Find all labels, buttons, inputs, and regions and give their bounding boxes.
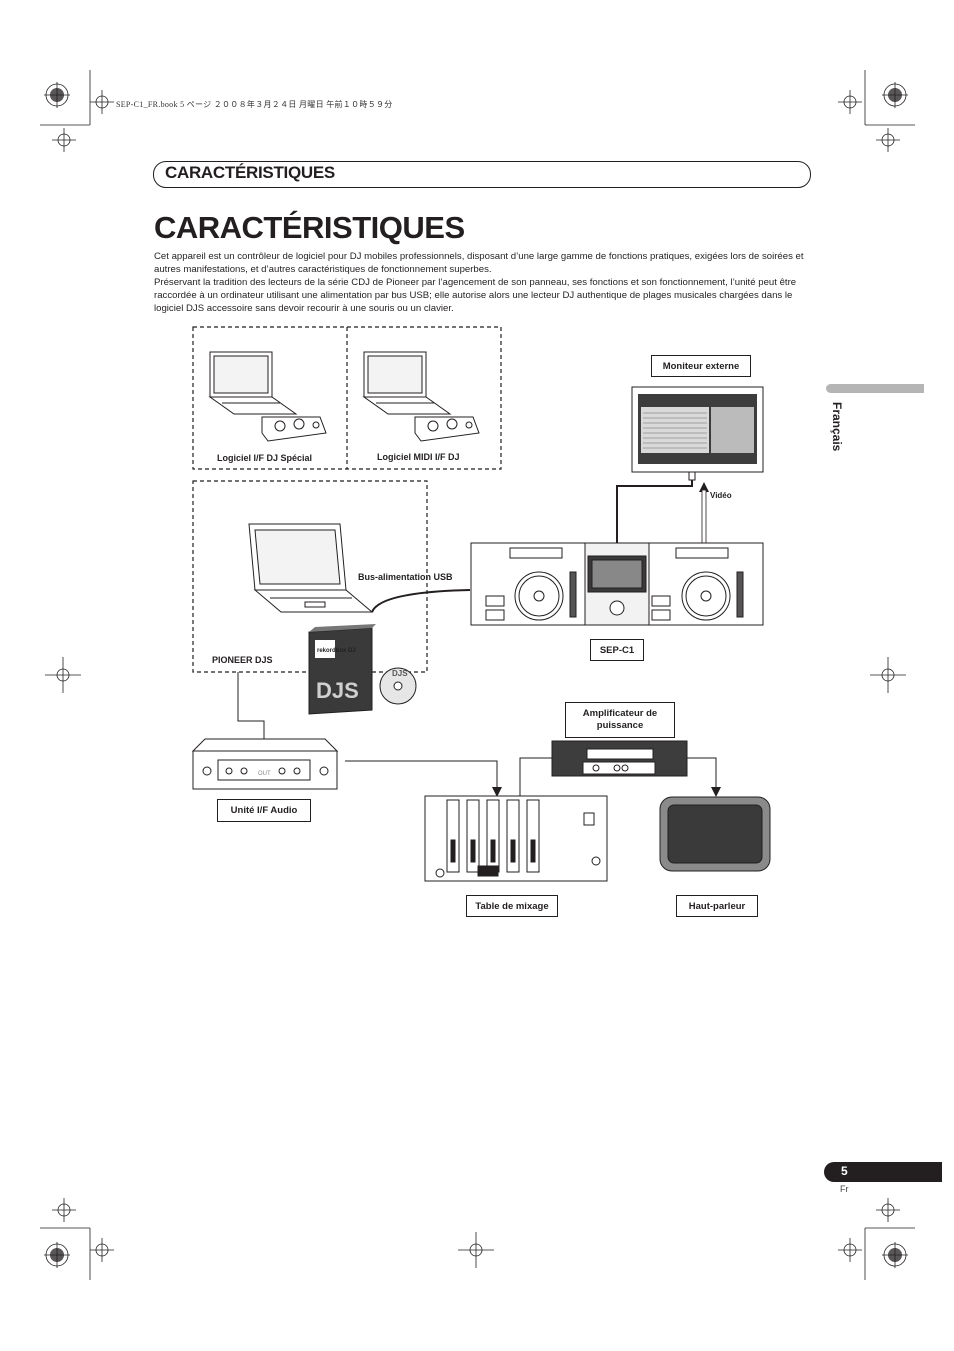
mixer-icon [424,795,608,882]
section-title: CARACTÉRISTIQUES [165,163,335,182]
label-mixer: Table de mixage [466,895,558,917]
usb-cable [371,589,471,613]
page-language: Fr [840,1184,849,1194]
language-tab-label: Français [830,402,844,452]
paragraph-1: Cet appareil est un contrôleur de logici… [154,251,804,275]
svg-text:DJS: DJS [392,669,408,678]
external-monitor-icon [631,386,764,481]
label-speaker: Haut-parleur [676,895,758,917]
page-number: 5 [841,1164,848,1178]
video-cable [616,480,693,544]
section-header-bar: CARACTÉRISTIQUES [153,161,811,188]
page-title: CARACTÉRISTIQUES [154,210,465,245]
mixer-to-amp-cable [519,757,552,796]
laptop-midi-icon [362,351,480,442]
label-sep-c1: SEP-C1 [590,639,644,661]
sep-c1-controller-icon [470,542,764,626]
intro-text: Cet appareil est un contrôleur de logici… [154,250,814,315]
paragraph-2: Préservant la tradition des lecteurs de … [154,277,797,314]
product-box-brand: rekordbox DJ [317,648,356,654]
label-dj-software-midi: Logiciel MIDI I/F DJ [377,452,460,462]
power-amp-icon [551,740,688,777]
label-video: Vidéo [710,491,732,500]
audio-unit-out-text: OUT [258,771,271,777]
label-external-monitor: Moniteur externe [651,355,751,377]
language-tab [826,384,924,393]
audio-to-mixer-cable [345,760,498,788]
label-power-amp: Amplificateur de puissance [565,702,675,738]
laptop-djs-icon [248,523,374,613]
djs-to-audio-cable [237,672,265,739]
label-usb-bus-power: Bus-alimentation USB [358,572,453,582]
label-pioneer-djs: PIONEER DJS [212,655,273,665]
page-number-tab: 5 [824,1162,942,1182]
amp-to-speaker-cable [687,757,717,788]
product-box-name: DJS [316,678,359,703]
djs-software-box-icon: rekordbox DJ DJS DJS [308,624,417,715]
label-audio-if-unit: Unité I/F Audio [217,799,311,822]
video-arrow [699,482,709,545]
label-dj-software-special: Logiciel I/F DJ Spécial [217,453,313,463]
audio-if-unit-icon: OUT [191,738,339,790]
laptop-special-icon [208,351,327,442]
print-header-note: SEP-C1_FR.book 5 ページ ２００８年３月２４日 月曜日 午前１０… [116,100,393,109]
speaker-icon [659,796,771,872]
